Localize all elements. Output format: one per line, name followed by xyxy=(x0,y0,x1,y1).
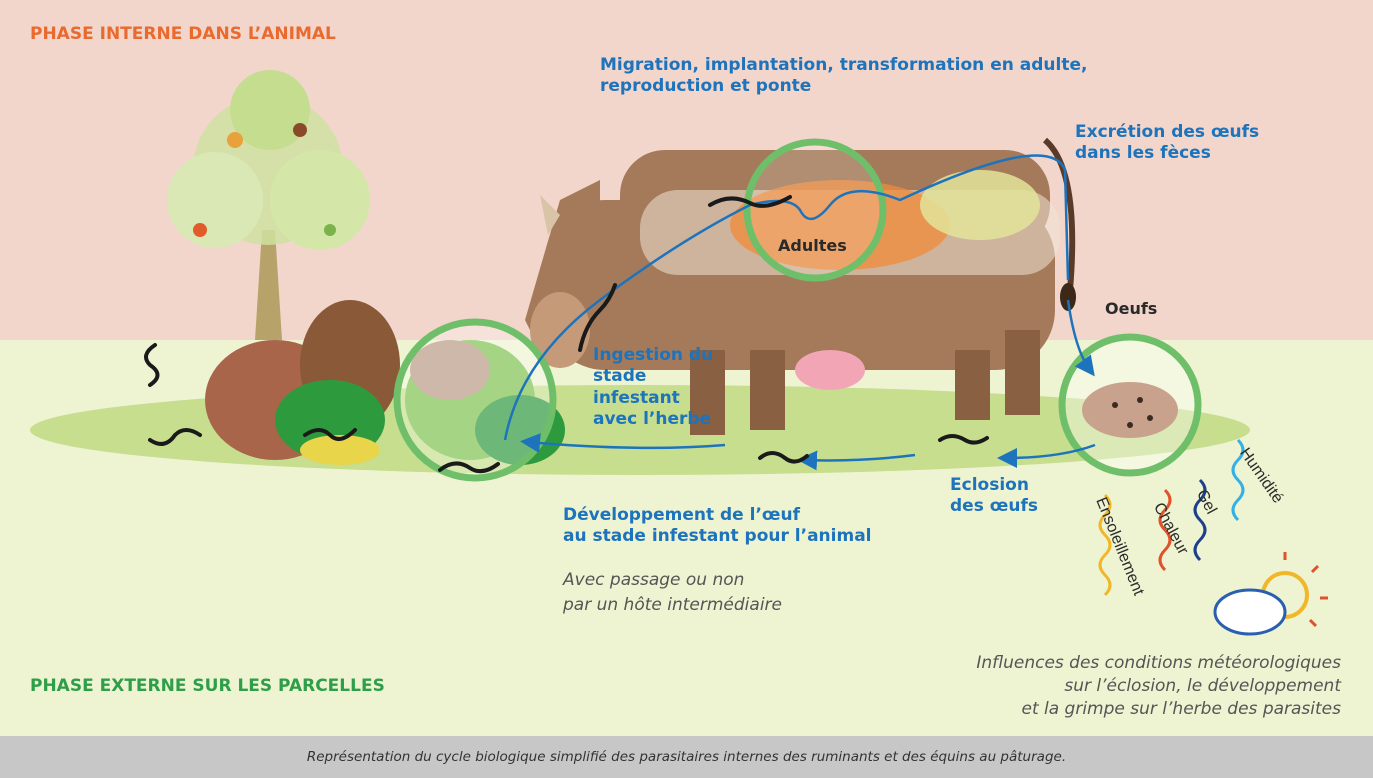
adults-label: Adultes xyxy=(778,236,847,256)
weather-note-line3: et la grimpe sur l’herbe des parasites xyxy=(1021,699,1341,719)
weather-note-line2: sur l’éclosion, le développement xyxy=(1064,676,1341,696)
internal-phase-title: PHASE INTERNE DANS L’ANIMAL xyxy=(30,24,336,45)
ingestion-line3: infestant xyxy=(593,388,680,408)
development-line1: Développement de l’œuf xyxy=(563,505,800,525)
host-line2: par un hôte intermédiaire xyxy=(563,595,782,615)
host-line1: Avec passage ou non xyxy=(563,570,744,590)
dung-pile xyxy=(1082,382,1178,438)
migration-label: Migration, implantation, transformation … xyxy=(600,55,1087,98)
hatching-line2: des œufs xyxy=(950,496,1038,516)
weather-note: Influences des conditions météorologique… xyxy=(976,652,1341,721)
hatching-line1: Eclosion xyxy=(950,475,1029,495)
adults-circle xyxy=(747,142,883,278)
intermediate-host-note: Avec passage ou non par un hôte interméd… xyxy=(563,568,782,617)
ingestion-line2: stade xyxy=(593,366,646,386)
development-label: Développement de l’œuf au stade infestan… xyxy=(563,505,872,548)
ingestion-line4: avec l’herbe xyxy=(593,409,711,429)
development-line2: au stade infestant pour l’animal xyxy=(563,526,872,546)
hatching-label: Eclosion des œufs xyxy=(950,475,1038,518)
ingestion-line1: Ingestion du xyxy=(593,345,713,365)
excretion-line2: dans les fèces xyxy=(1075,143,1211,163)
ingestion-label: Ingestion du stade infestant avec l’herb… xyxy=(593,345,713,430)
external-phase-title: PHASE EXTERNE SUR LES PARCELLES xyxy=(30,676,385,697)
migration-line2: reproduction et ponte xyxy=(600,76,811,96)
caption-footer: Représentation du cycle biologique simpl… xyxy=(0,736,1373,778)
excretion-label: Excrétion des œufs dans les fèces xyxy=(1075,122,1259,165)
migration-line1: Migration, implantation, transformation … xyxy=(600,55,1087,75)
eggs-label: Oeufs xyxy=(1105,299,1157,319)
excretion-line1: Excrétion des œufs xyxy=(1075,122,1259,142)
ingestion-circle xyxy=(397,322,553,478)
weather-note-line1: Influences des conditions météorologique… xyxy=(976,653,1341,673)
